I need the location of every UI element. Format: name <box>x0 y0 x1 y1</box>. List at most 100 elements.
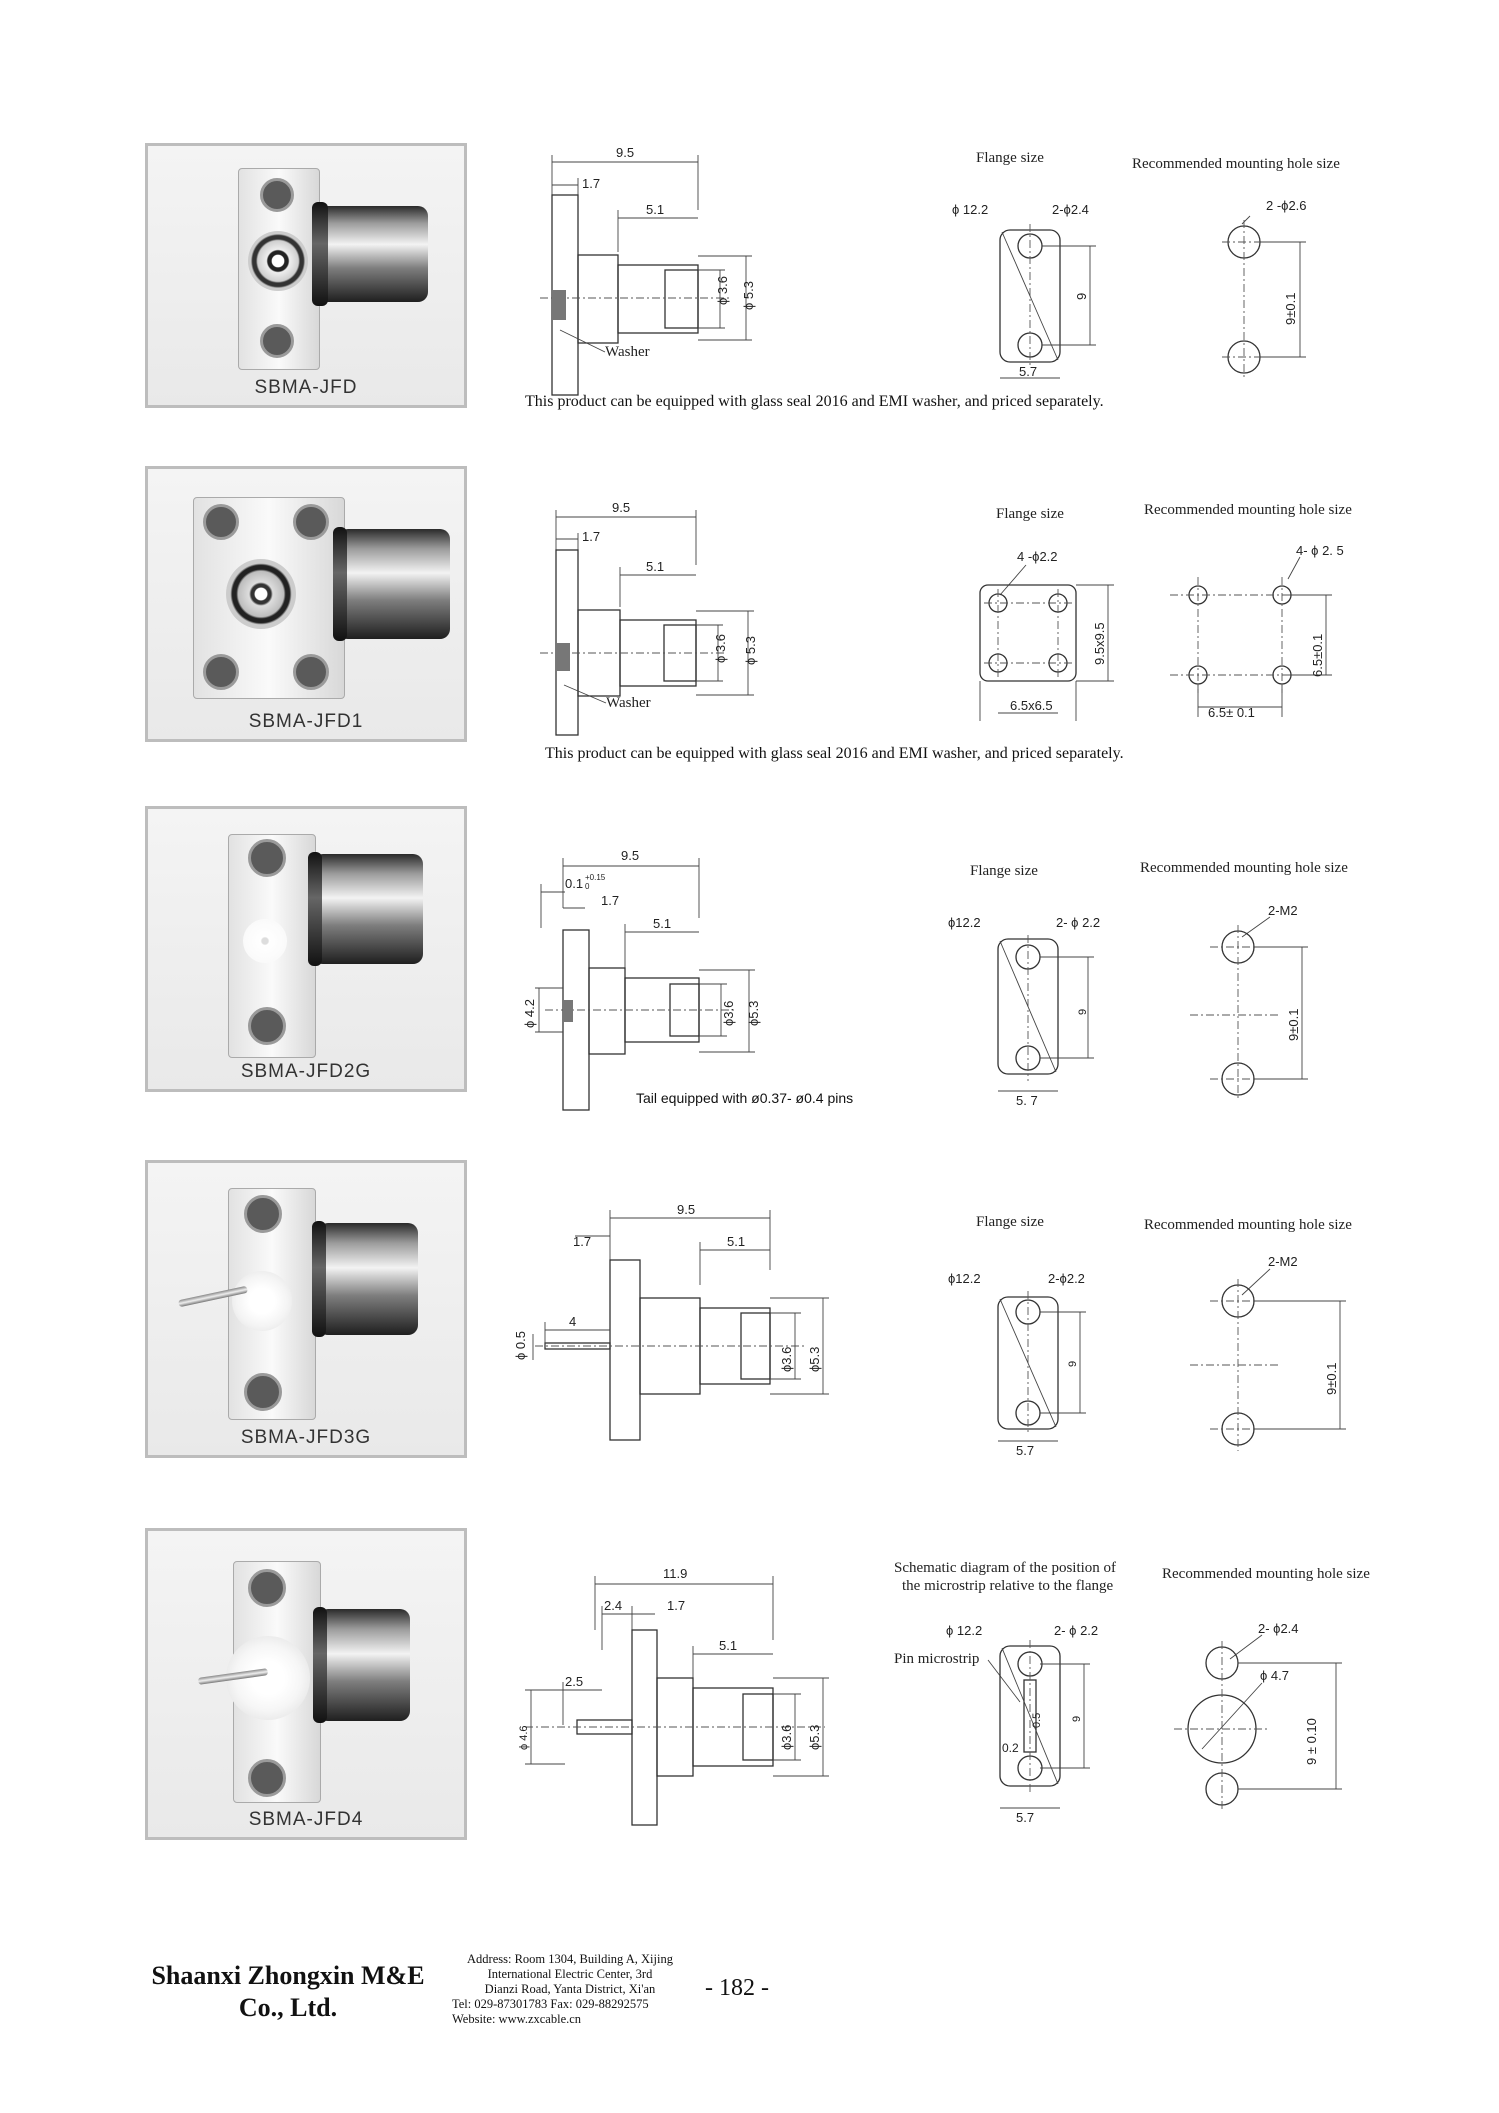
svg-text:the microstrip relative to the: the microstrip relative to the flange <box>902 1578 1114 1594</box>
svg-text:ϕ3.6: ϕ3.6 <box>779 1725 794 1750</box>
product-photo-sbma-jfd4: SBMA-JFD4 <box>145 1528 467 1840</box>
product-photo-sbma-jfd1: SBMA-JFD1 <box>145 466 467 742</box>
svg-text:9±0.1: 9±0.1 <box>1283 293 1298 325</box>
svg-text:ϕ12.2: ϕ12.2 <box>948 1271 981 1286</box>
svg-text:ϕ12.2: ϕ12.2 <box>948 915 981 930</box>
mounting-hole-drawing-sbma-jfd4: Recommended mounting hole size 2- ϕ2.4 ϕ… <box>1162 1566 1370 1811</box>
company-name: Shaanxi Zhongxin M&E Co., Ltd. <box>151 1961 425 2022</box>
product-photo-sbma-jfd2g: SBMA-JFD2G <box>145 806 467 1092</box>
svg-text:ϕ 5.3: ϕ 5.3 <box>741 281 756 310</box>
svg-text:0.1: 0.1 <box>565 876 583 891</box>
svg-text:9.5: 9.5 <box>621 848 639 863</box>
svg-text:5.1: 5.1 <box>646 559 664 574</box>
company-address: Address: Room 1304, Building A, Xijing I… <box>452 1952 673 2026</box>
svg-text:2- ϕ2.4: 2- ϕ2.4 <box>1258 1621 1299 1636</box>
dimension-drawing-sbma-jfd4: 11.9 2.4 1.7 5.1 2.5 ϕ 4.6 ϕ3.6 ϕ5.3 <box>518 1566 829 1826</box>
svg-text:2- ϕ 2.2: 2- ϕ 2.2 <box>1056 915 1100 930</box>
page-number: - 182 - <box>705 1975 769 2001</box>
flange-size-drawing-sbma-jfd: Flange size ϕ 12.2 2-ϕ2.4 9 5.7 <box>952 150 1096 379</box>
svg-text:5.7: 5.7 <box>1019 364 1037 379</box>
svg-text:Flange size: Flange size <box>976 1214 1044 1230</box>
svg-text:9.5: 9.5 <box>677 1202 695 1217</box>
product-note: Tail equipped with ø0.37- ø0.4 pins <box>636 1090 854 1106</box>
svg-text:2-ϕ2.4: 2-ϕ2.4 <box>1052 202 1089 217</box>
svg-text:Recommended mounting hole size: Recommended mounting hole size <box>1144 1217 1352 1233</box>
svg-text:9.5x9.5: 9.5x9.5 <box>1092 622 1107 665</box>
svg-text:9: 9 <box>1071 1716 1083 1722</box>
svg-text:1.7: 1.7 <box>582 529 600 544</box>
dimension-drawing-sbma-jfd1: 9.5 1.7 5.1 ϕ 3.6 ϕ 5.3 Washer <box>540 500 758 736</box>
dimension-drawing-sbma-jfd3g: 9.5 1.7 5.1 ϕ 0.5 4 ϕ3.6 ϕ5.3 <box>513 1202 829 1441</box>
svg-text:2 -ϕ2.6: 2 -ϕ2.6 <box>1266 198 1307 213</box>
product-note: This product can be equipped with glass … <box>545 745 1124 762</box>
product-model-label: SBMA-JFD3G <box>240 1427 372 1448</box>
svg-text:Washer: Washer <box>605 344 650 360</box>
svg-text:2-M2: 2-M2 <box>1268 903 1298 918</box>
svg-text:9.5: 9.5 <box>616 145 634 160</box>
mounting-hole-drawing-sbma-jfd: Recommended mounting hole size 2 -ϕ2.6 9… <box>1132 156 1340 380</box>
svg-text:ϕ3.6: ϕ3.6 <box>779 1347 794 1372</box>
product-model-label: SBMA-JFD4 <box>248 1809 364 1830</box>
svg-text:+0.15: +0.15 <box>585 873 606 882</box>
svg-text:6.5± 0.1: 6.5± 0.1 <box>1208 705 1255 720</box>
svg-text:Recommended mounting hole size: Recommended mounting hole size <box>1140 860 1348 876</box>
svg-text:Flange size: Flange size <box>976 150 1044 166</box>
svg-text:6.5±0.1: 6.5±0.1 <box>1310 634 1325 677</box>
svg-text:ϕ 4.7: ϕ 4.7 <box>1260 1668 1289 1683</box>
svg-text:Flange size: Flange size <box>996 506 1064 522</box>
svg-text:Washer: Washer <box>606 695 651 711</box>
svg-text:6.5x6.5: 6.5x6.5 <box>1010 698 1053 713</box>
svg-text:2.4: 2.4 <box>604 1598 622 1613</box>
svg-text:ϕ5.3: ϕ5.3 <box>807 1347 822 1372</box>
svg-text:2.5: 2.5 <box>565 1674 583 1689</box>
svg-text:ϕ5.3: ϕ5.3 <box>746 1001 761 1026</box>
svg-text:4 -ϕ2.2: 4 -ϕ2.2 <box>1017 549 1058 564</box>
svg-text:ϕ 4.2: ϕ 4.2 <box>522 999 537 1028</box>
flange-size-drawing-sbma-jfd2g: Flange size ϕ12.2 2- ϕ 2.2 9 5. 7 <box>948 863 1100 1108</box>
svg-text:Pin microstrip: Pin microstrip <box>894 1651 979 1667</box>
svg-text:ϕ3.6: ϕ3.6 <box>721 1001 736 1026</box>
svg-text:ϕ 3.6: ϕ 3.6 <box>715 276 730 305</box>
svg-text:Recommended mounting hole size: Recommended mounting hole size <box>1132 156 1340 172</box>
svg-text:ϕ 5.3: ϕ 5.3 <box>743 636 758 665</box>
svg-text:4: 4 <box>569 1314 576 1329</box>
svg-text:2- ϕ 2.2: 2- ϕ 2.2 <box>1054 1623 1098 1638</box>
svg-text:ϕ5.3: ϕ5.3 <box>807 1725 822 1750</box>
microstrip-position-drawing-sbma-jfd4: Schematic diagram of the position of the… <box>894 1560 1116 1825</box>
flange-size-drawing-sbma-jfd1: Flange size 4 -ϕ2.2 9.5x9.5 6.5x6.5 <box>979 506 1114 721</box>
flange-size-drawing-sbma-jfd3g: Flange size ϕ12.2 2-ϕ2.2 9 5.7 <box>948 1214 1086 1458</box>
product-note: This product can be equipped with glass … <box>525 393 1104 410</box>
dimension-drawing-sbma-jfd2g: 9.5 0.1 +0.15 0 1.7 5.1 ϕ 4.2 ϕ3.6 ϕ5.3 <box>522 848 761 1111</box>
svg-text:9: 9 <box>1074 293 1089 300</box>
svg-text:ϕ 12.2: ϕ 12.2 <box>946 1623 982 1638</box>
svg-text:0: 0 <box>585 882 590 891</box>
svg-text:5.7: 5.7 <box>1016 1810 1034 1825</box>
product-model-label: SBMA-JFD2G <box>240 1061 372 1082</box>
svg-text:5.1: 5.1 <box>653 916 671 931</box>
svg-text:1.7: 1.7 <box>667 1598 685 1613</box>
svg-text:2-M2: 2-M2 <box>1268 1254 1298 1269</box>
dimension-drawing-sbma-jfd: 9.5 1.7 5.1 ϕ 3.6 ϕ 5.3 Washer <box>540 145 756 396</box>
svg-text:1.7: 1.7 <box>573 1234 591 1249</box>
svg-text:Recommended mounting hole size: Recommended mounting hole size <box>1162 1566 1370 1582</box>
svg-text:4- ϕ 2. 5: 4- ϕ 2. 5 <box>1296 543 1344 558</box>
svg-text:5.7: 5.7 <box>1016 1443 1034 1458</box>
svg-text:2-ϕ2.2: 2-ϕ2.2 <box>1048 1271 1085 1286</box>
svg-text:ϕ 3.6: ϕ 3.6 <box>713 634 728 663</box>
product-photo-sbma-jfd3g: SBMA-JFD3G <box>145 1160 467 1458</box>
svg-text:9±0.1: 9±0.1 <box>1286 1009 1301 1041</box>
svg-text:9: 9 <box>1077 1009 1089 1015</box>
svg-text:5.1: 5.1 <box>727 1234 745 1249</box>
mounting-hole-drawing-sbma-jfd2g: Recommended mounting hole size 2-M2 9±0.… <box>1140 860 1348 1101</box>
product-model-label: SBMA-JFD <box>254 377 358 398</box>
svg-text:9: 9 <box>1067 1361 1079 1367</box>
mounting-hole-drawing-sbma-jfd3g: Recommended mounting hole size 2-M2 9±0.… <box>1144 1217 1352 1451</box>
svg-text:Recommended mounting hole size: Recommended mounting hole size <box>1144 502 1352 518</box>
svg-text:Schematic diagram of the posit: Schematic diagram of the position of <box>894 1560 1116 1576</box>
svg-text:ϕ 4.6: ϕ 4.6 <box>518 1725 530 1750</box>
mounting-hole-drawing-sbma-jfd1: Recommended mounting hole size 4- ϕ 2. 5… <box>1144 502 1352 720</box>
svg-text:1.7: 1.7 <box>601 893 619 908</box>
svg-text:Flange size: Flange size <box>970 863 1038 879</box>
product-model-label: SBMA-JFD1 <box>248 711 364 732</box>
svg-text:ϕ 12.2: ϕ 12.2 <box>952 202 988 217</box>
